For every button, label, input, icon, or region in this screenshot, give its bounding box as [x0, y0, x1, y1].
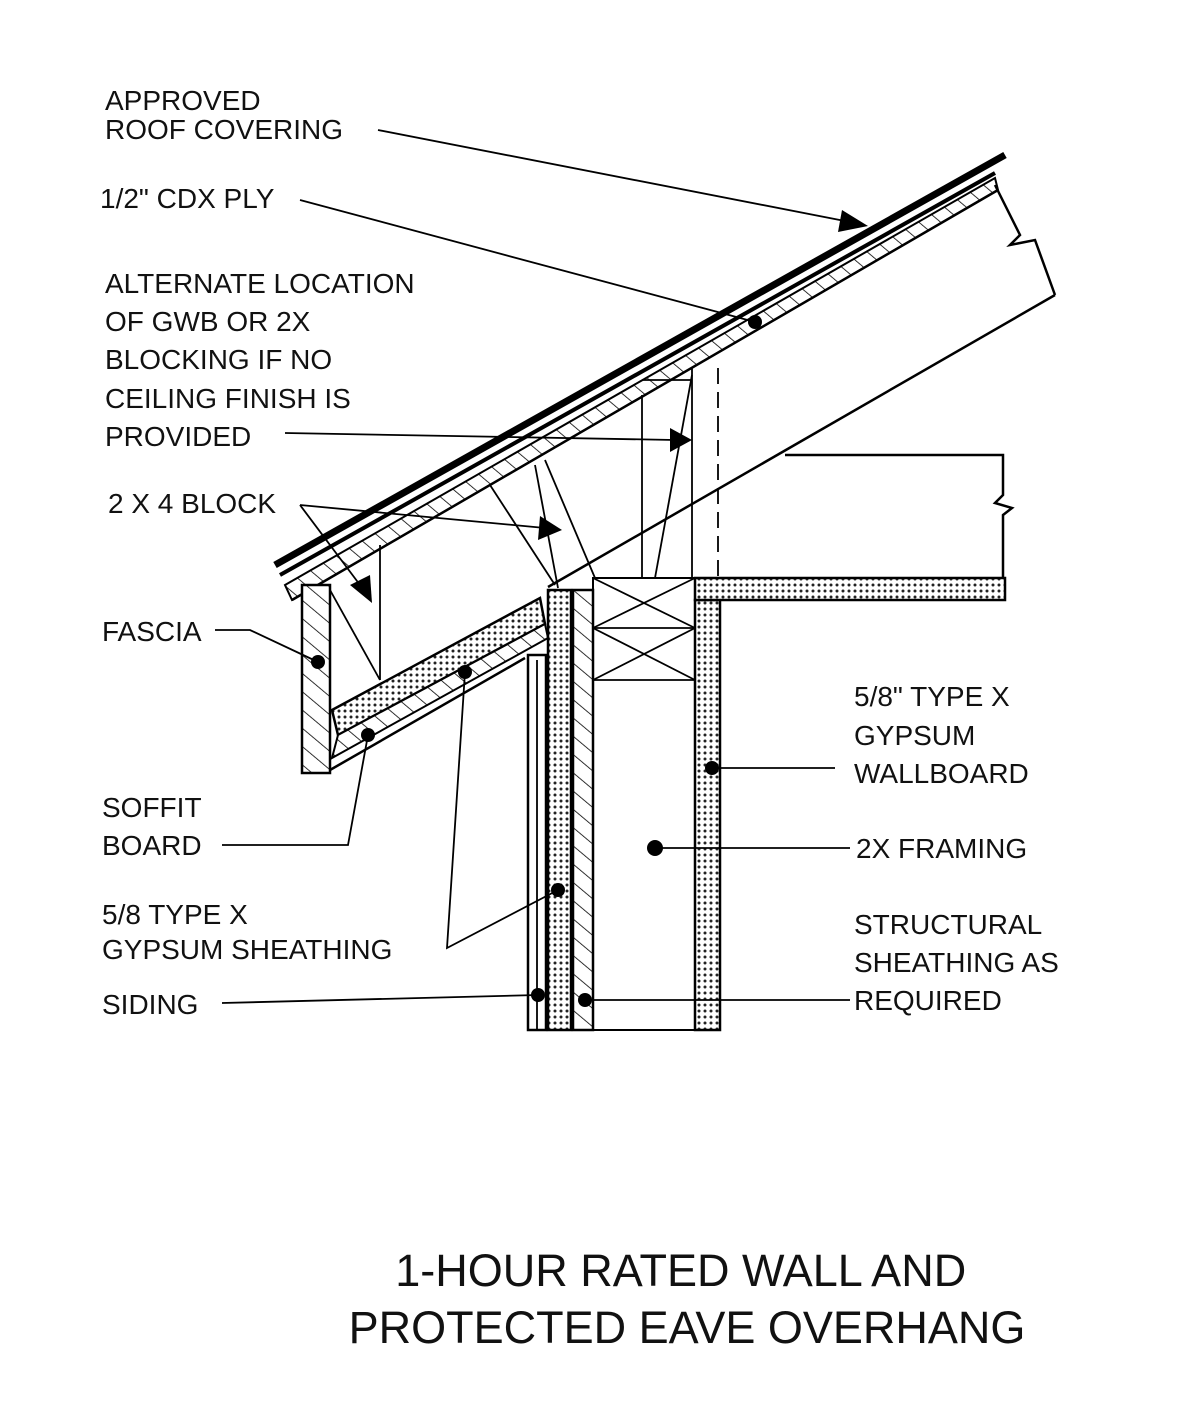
leader-dot-icon: [647, 840, 663, 856]
label-soffit-board: SOFFIT BOARD: [102, 792, 209, 861]
fascia: [300, 583, 332, 775]
leader-dot-icon: [531, 988, 545, 1002]
leaders: [215, 129, 868, 1007]
soffit-gypsum: [330, 596, 547, 737]
label-gypsum-wallboard: 5/8" TYPE X GYPSUM WALLBOARD: [854, 681, 1029, 789]
arrowhead-icon: [538, 516, 562, 540]
label-2x-framing: 2X FRAMING: [856, 833, 1027, 864]
rafter-break-line: [993, 184, 1057, 296]
label-alternate-location: ALTERNATE LOCATION OF GWB OR 2X BLOCKING…: [105, 268, 422, 452]
wall-gypsum-sheathing: [546, 588, 573, 1032]
label-cdx-ply: 1/2" CDX PLY: [100, 183, 275, 214]
leader-dot-icon: [748, 315, 762, 329]
ceiling-gypsum-wallboard: [693, 576, 1007, 602]
label-roof-covering: APPROVED ROOF COVERING: [105, 85, 343, 145]
callout-labels: APPROVED ROOF COVERING 1/2" CDX PLY ALTE…: [100, 85, 1067, 1020]
arrowhead-icon: [838, 210, 868, 232]
label-siding: SIDING: [102, 989, 198, 1020]
leader-dot-icon: [458, 665, 472, 679]
top-plates: [592, 577, 696, 681]
leader-dot-icon: [705, 761, 719, 775]
label-gypsum-sheathing: 5/8 TYPE X GYPSUM SHEATHING: [102, 899, 392, 965]
leader-dot-icon: [551, 883, 565, 897]
leader-dot-icon: [361, 728, 375, 742]
arrowhead-icon: [350, 575, 372, 603]
structural-sheathing: [571, 588, 595, 1032]
label-fascia: FASCIA: [102, 616, 202, 647]
leader-dot-icon: [311, 655, 325, 669]
arrowhead-icon: [670, 428, 692, 452]
label-structural-sheathing: STRUCTURAL SHEATHING AS REQUIRED: [854, 909, 1067, 1016]
drawing-title: 1-HOUR RATED WALL AND PROTECTED EAVE OVE…: [349, 1245, 1026, 1353]
roof-assembly: [273, 151, 1057, 775]
stud-cavity: [592, 577, 696, 1031]
wall-assembly: [526, 576, 1007, 1032]
ceiling-joist: [785, 453, 1015, 578]
label-2x4-block: 2 X 4 BLOCK: [108, 488, 276, 519]
wall-gypsum-wallboard: [693, 598, 722, 1032]
roof-covering: [273, 151, 1007, 569]
rafter-bottom: [547, 293, 1056, 589]
rafter-top: [291, 188, 999, 602]
leader-dot-icon: [578, 993, 592, 1007]
